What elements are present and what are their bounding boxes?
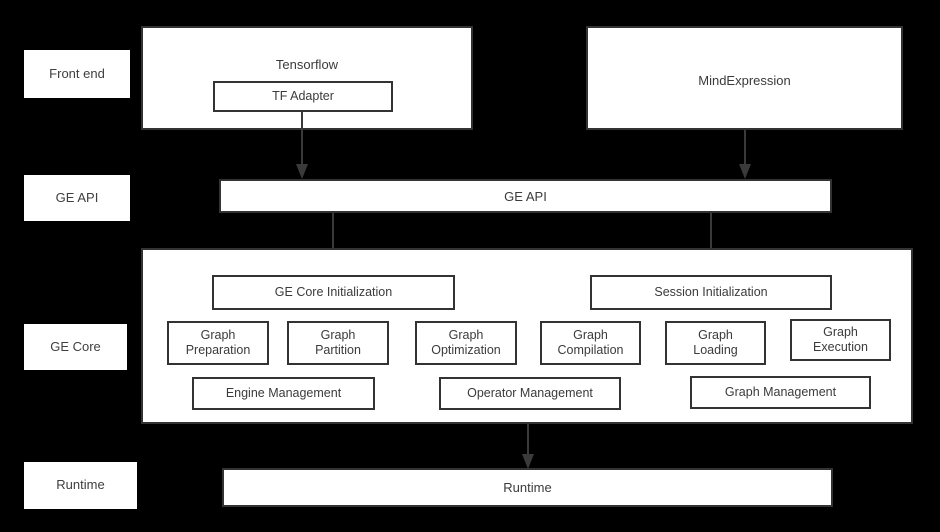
stage-label-ge-core-text: GE Core (50, 338, 101, 354)
manager-graph-management[interactable]: Graph Management (690, 376, 871, 409)
runtime-bar-label: Runtime (503, 480, 552, 495)
manager-operator-management-label: Operator Management (467, 386, 593, 400)
manager-engine-management-label: Engine Management (225, 386, 342, 400)
module-graph-loading-line1: Graph (698, 328, 733, 342)
module-graph-partition-line2: Partition (315, 343, 361, 357)
session-initialization-label: Session Initialization (654, 285, 768, 299)
mindexpression-frame: MindExpression (586, 26, 903, 130)
tf-adapter-node[interactable]: TF Adapter (213, 81, 393, 112)
stage-label-runtime-text: Runtime (56, 477, 105, 493)
ge-core-initialization-node[interactable]: GE Core Initialization (212, 275, 455, 310)
stage-label-runtime: Runtime (24, 462, 137, 509)
connector-mindexpression-to-ge-api (739, 130, 751, 179)
ge-core-initialization-label: GE Core Initialization (274, 285, 393, 299)
manager-operator-management[interactable]: Operator Management (439, 377, 621, 410)
manager-graph-management-label: Graph Management (724, 385, 837, 399)
module-graph-compilation-line2: Compilation (557, 343, 624, 357)
module-graph-optimization-line1: Graph (448, 328, 484, 342)
stage-label-ge-api-text: GE API (55, 189, 99, 205)
manager-engine-management[interactable]: Engine Management (192, 377, 375, 410)
module-graph-partition-line1: Graph (320, 328, 356, 342)
stage-label-ge-api: GE API (24, 175, 130, 221)
module-graph-preparation-line2: Preparation (185, 343, 251, 357)
tensorflow-title: Tensorflow (275, 57, 339, 72)
connector-ge-core-to-runtime (522, 424, 534, 469)
module-graph-compilation-line1: Graph (573, 328, 608, 342)
module-graph-execution[interactable]: Graph Execution (790, 319, 891, 361)
ge-api-bar-label: GE API (504, 188, 547, 204)
mindexpression-title: MindExpression (698, 73, 791, 88)
stage-label-ge-core: GE Core (24, 324, 127, 370)
tf-adapter-label: TF Adapter (272, 89, 334, 103)
module-graph-execution-line1: Graph (823, 325, 858, 339)
module-graph-preparation-line1: Graph (200, 328, 236, 342)
stage-label-front-end: Front end (24, 50, 130, 98)
module-graph-partition[interactable]: Graph Partition (287, 321, 389, 365)
module-graph-optimization-line2: Optimization (431, 343, 501, 357)
runtime-bar[interactable]: Runtime (222, 468, 833, 507)
module-graph-loading[interactable]: Graph Loading (665, 321, 766, 365)
stage-label-front-end-text: Front end (49, 65, 105, 81)
module-graph-loading-line2: Loading (693, 343, 738, 357)
module-graph-preparation[interactable]: Graph Preparation (167, 321, 269, 365)
tensorflow-frame: Tensorflow (141, 26, 473, 130)
session-initialization-node[interactable]: Session Initialization (590, 275, 832, 310)
module-graph-optimization[interactable]: Graph Optimization (415, 321, 517, 365)
module-graph-compilation[interactable]: Graph Compilation (540, 321, 641, 365)
module-graph-execution-line2: Execution (813, 340, 868, 354)
ge-api-bar[interactable]: GE API (219, 179, 832, 213)
